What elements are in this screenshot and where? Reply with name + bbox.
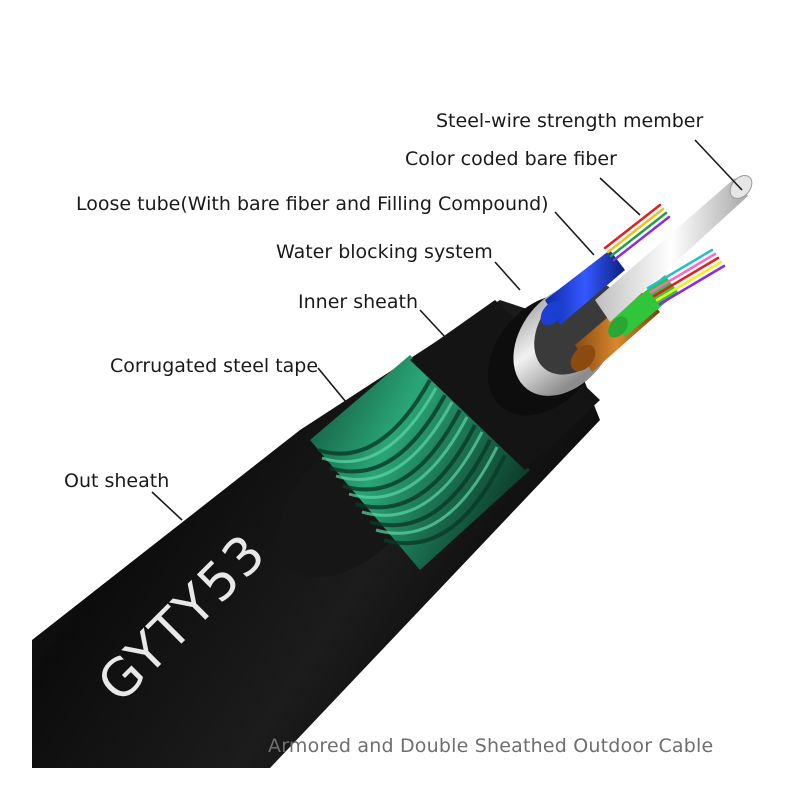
label-loose-tube: Loose tube(With bare fiber and Filling C…: [76, 193, 549, 215]
label-out-sheath: Out sheath: [64, 470, 170, 492]
label-water-blocking: Water blocking system: [276, 241, 493, 263]
color-coded-fibers: [603, 203, 726, 306]
label-corrugated-tape: Corrugated steel tape: [110, 355, 319, 377]
label-inner-sheath: Inner sheath: [298, 291, 418, 313]
leader-lines: [151, 139, 743, 521]
label-steel-wire: Steel-wire strength member: [436, 110, 704, 132]
label-color-fiber: Color coded bare fiber: [405, 148, 617, 170]
corrugated-steel-tape: [310, 355, 530, 570]
figure-caption: Armored and Double Sheathed Outdoor Cabl…: [268, 735, 714, 757]
steel-wire-strength-member: [595, 174, 753, 322]
